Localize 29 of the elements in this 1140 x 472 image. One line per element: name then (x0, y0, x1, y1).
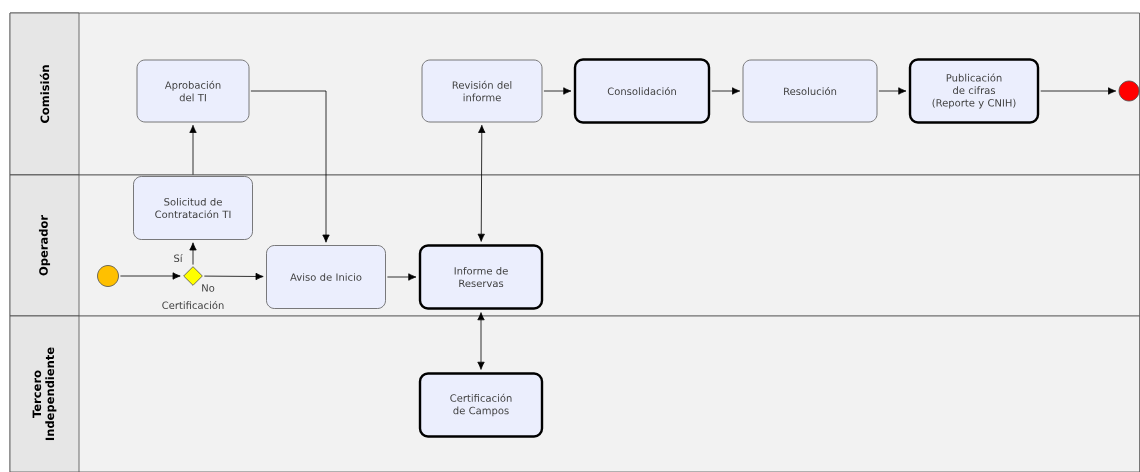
arrow (543, 87, 572, 95)
edge-label: No (200, 283, 216, 293)
arrow (477, 124, 486, 242)
node-label: Operador (38, 215, 51, 276)
node-label: Comisión (39, 65, 50, 123)
task-box: Aviso de Inicio (266, 245, 386, 309)
task-box: Publicación de cifras (Reporte y CNIH) (908, 58, 1040, 124)
gateway-diamond (183, 266, 203, 286)
arrow (250, 90, 330, 243)
arrow (189, 124, 197, 175)
arrow (189, 242, 197, 265)
task-box: Consolidación (573, 58, 711, 124)
arrow (711, 87, 741, 95)
task-box: Certificación de Campos (418, 372, 544, 438)
arrow (120, 272, 181, 280)
arrow (878, 87, 907, 95)
arrow (203, 272, 264, 281)
end-event-circle (1118, 80, 1140, 102)
task-box: Aprobación del TI (136, 59, 250, 123)
arrow (1040, 87, 1117, 95)
start-event-circle (97, 265, 119, 287)
edge-label: Sí (172, 252, 184, 264)
task-box: Informe de Reservas (418, 244, 544, 310)
arrow (387, 273, 417, 281)
task-box: Solicitud de Contratación TI (133, 176, 253, 240)
task-box: Revisión del informe (421, 59, 543, 123)
arrow (477, 312, 485, 370)
gateway-label: Certificación (162, 300, 224, 310)
task-box: Resolución (742, 59, 878, 123)
